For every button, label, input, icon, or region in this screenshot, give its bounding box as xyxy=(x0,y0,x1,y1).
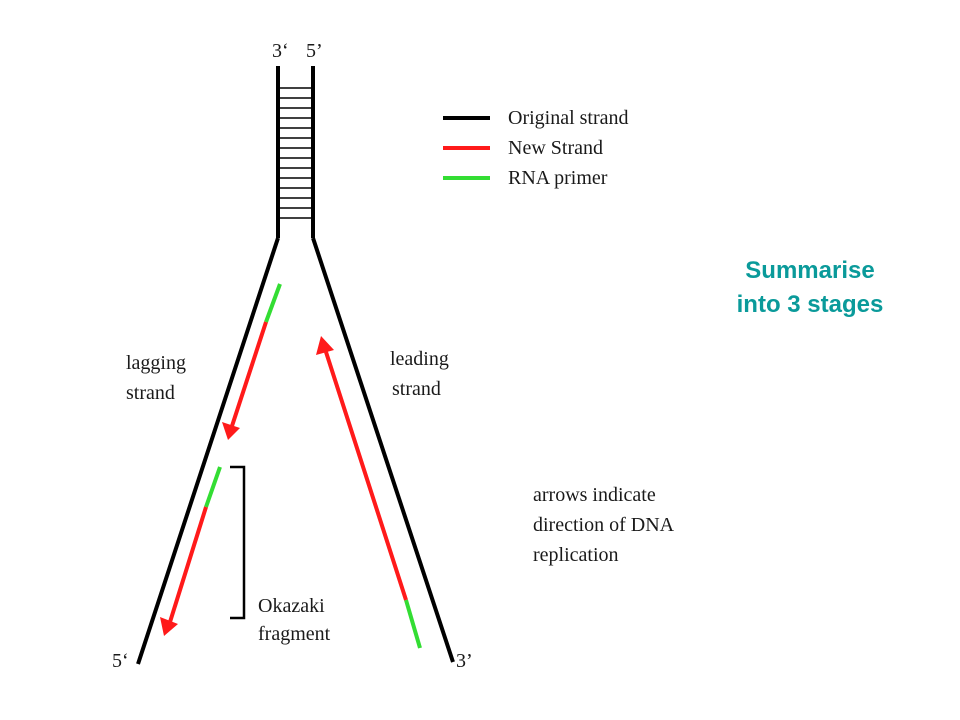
label-lagging: lagging xyxy=(126,352,186,374)
new-strand-lagging-1 xyxy=(230,321,268,427)
note-line-1: arrows indicate xyxy=(533,484,656,506)
rna-primer-lagging-2 xyxy=(204,466,222,508)
legend-label-new: New Strand xyxy=(508,137,603,159)
arrowhead-leading xyxy=(316,336,334,355)
legend-label-primer: RNA primer xyxy=(508,167,608,189)
original-strand-right xyxy=(311,237,455,663)
label-bottom-5prime: 5‘ xyxy=(112,650,129,672)
original-strand-left xyxy=(136,237,280,665)
helix-rungs xyxy=(278,87,313,219)
label-top-3prime: 3‘ xyxy=(272,40,289,62)
parent-helix xyxy=(276,66,315,238)
new-strand-lagging-2 xyxy=(168,506,208,623)
summary-prompt: Summarise into 3 stages xyxy=(690,254,930,322)
okazaki-bracket xyxy=(230,465,246,620)
label-lagging-strand: strand xyxy=(126,382,175,404)
label-bottom-3prime: 3’ xyxy=(456,650,473,672)
summary-line-1: Summarise xyxy=(745,257,875,284)
summary-line-2: into 3 stages xyxy=(736,291,884,318)
label-leading: leading xyxy=(390,348,449,370)
arrowhead-lagging-2 xyxy=(160,617,178,636)
new-strand-leading xyxy=(324,351,408,601)
rna-primer-leading xyxy=(404,599,422,649)
legend-label-original: Original strand xyxy=(508,107,629,129)
label-okazaki-fragment: fragment xyxy=(258,623,331,645)
label-leading-strand: strand xyxy=(392,378,441,400)
label-okazaki: Okazaki xyxy=(258,595,325,617)
label-top-5prime: 5’ xyxy=(306,40,323,62)
arrowhead-lagging-1 xyxy=(222,422,240,440)
note-line-3: replication xyxy=(533,544,619,566)
rna-primer-lagging-1 xyxy=(264,283,282,323)
legend: Original strand New Strand RNA primer xyxy=(443,107,629,189)
note-line-2: direction of DNA xyxy=(533,514,675,536)
